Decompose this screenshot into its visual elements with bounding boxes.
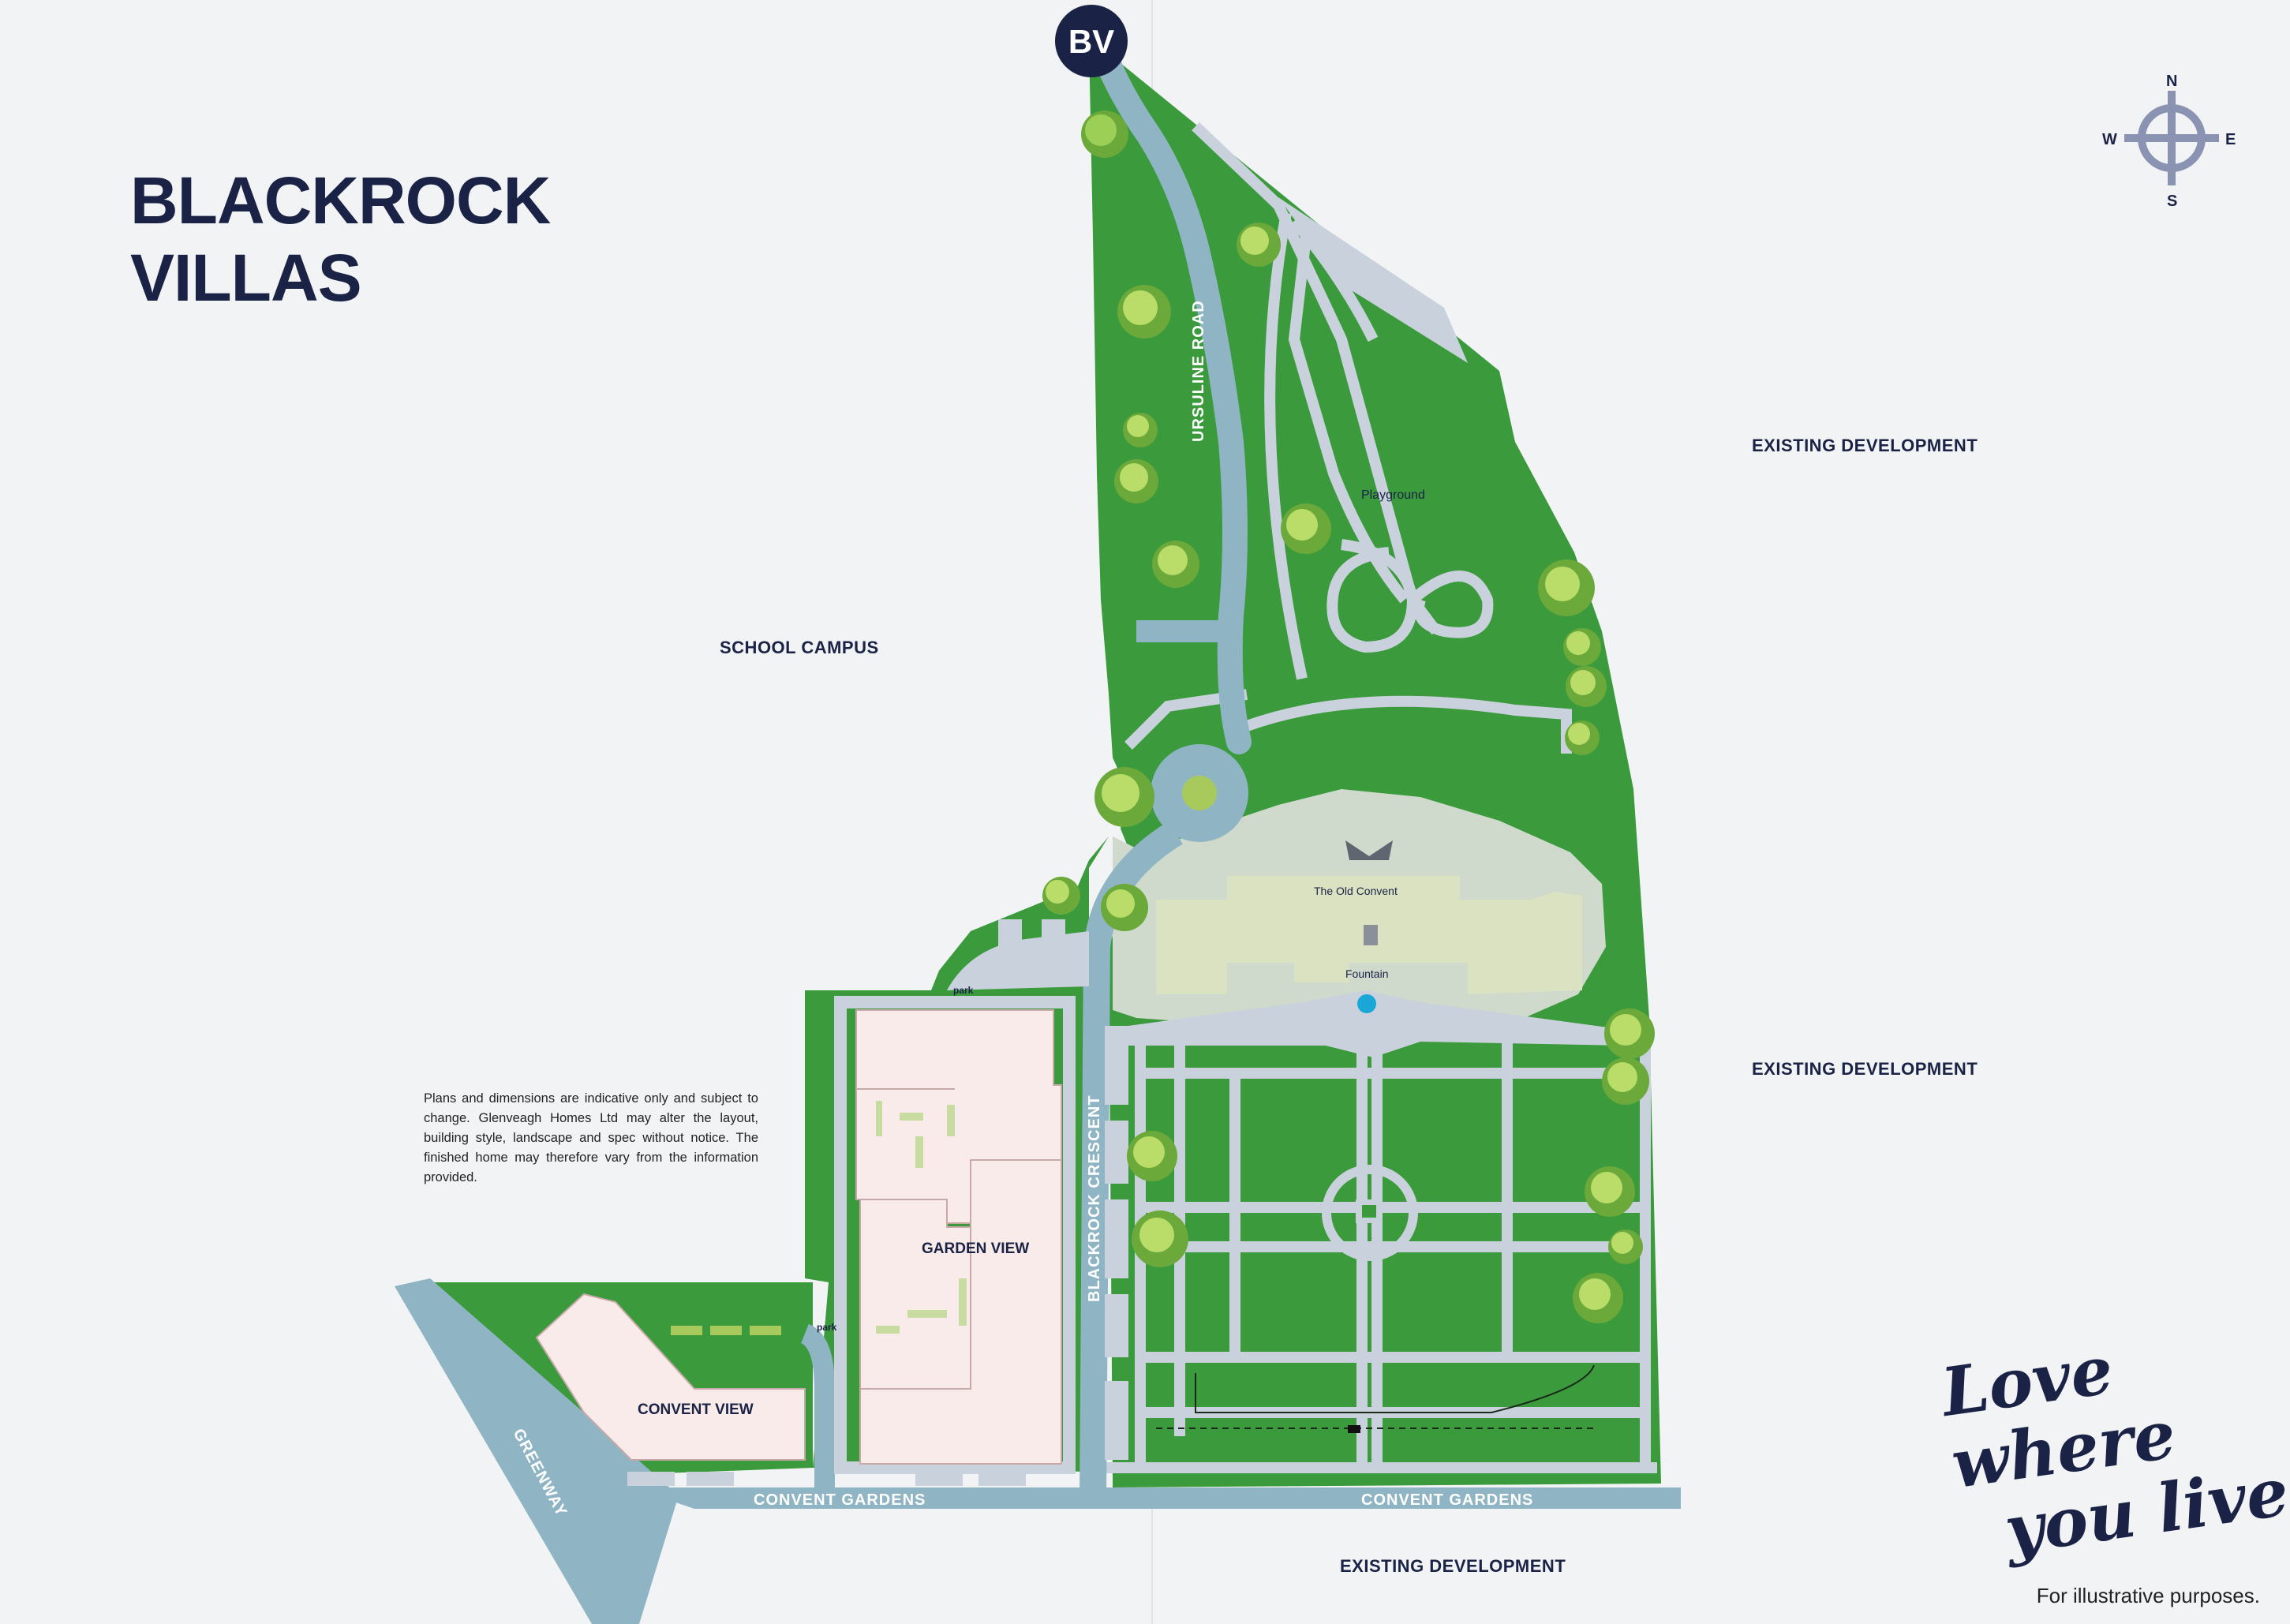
existing-development-label-south: EXISTING DEVELOPMENT [1340, 1556, 1566, 1576]
fountain-plaza [1128, 990, 1626, 1057]
greenway-path [395, 1278, 679, 1624]
garden-view-label: GARDEN VIEW [922, 1240, 1029, 1257]
garden-view-access [799, 1323, 835, 1491]
bv-badge-text: BV [1068, 23, 1114, 60]
garden-view-building-south [859, 1159, 1062, 1465]
compass-east-label: E [2225, 131, 2236, 148]
convent-view-label: CONVENT VIEW [638, 1401, 754, 1418]
playground-label: Playground [1361, 488, 1425, 502]
convent-gardens-road [560, 1487, 1681, 1509]
courtyard-features [876, 1101, 967, 1334]
title-line-1: BLACKROCK [130, 163, 551, 238]
parking-bays [627, 919, 1128, 1486]
park-paths [1124, 122, 1572, 754]
convent-view-lawn [671, 1326, 781, 1335]
bv-badge [1055, 5, 1128, 77]
compass-south-label: S [2167, 193, 2178, 210]
tagline: Love where you live [1936, 1312, 2290, 1573]
park-label-south: park [817, 1322, 837, 1333]
illustrative-note: For illustrative purposes. [2036, 1584, 2260, 1607]
convent-gardens-label-west: CONVENT GARDENS [754, 1491, 926, 1509]
convent-gate-icon [1345, 840, 1393, 860]
garden-view-ring-road [834, 996, 1076, 1474]
garden-gate [1348, 1425, 1360, 1433]
title-line-2: VILLAS [130, 241, 362, 315]
garden-view-building-mid [859, 1199, 971, 1390]
existing-development-label-east: EXISTING DEVELOPMENT [1752, 1059, 1978, 1079]
compass-icon [2124, 91, 2219, 185]
compass-west-label: W [2102, 131, 2117, 148]
compass-north-label: N [2166, 73, 2178, 90]
existing-development-label-north: EXISTING DEVELOPMENT [1752, 436, 1978, 455]
convent-gardens-label-east: CONVENT GARDENS [1361, 1491, 1533, 1509]
convent-view-building [535, 1293, 806, 1461]
school-campus-label: SCHOOL CAMPUS [720, 638, 879, 657]
park-label-north: park [953, 985, 974, 996]
boundary-path-east [1278, 197, 1468, 363]
disclaimer-text: Plans and dimensions are indicative only… [424, 1091, 758, 1184]
fountain-icon [1357, 994, 1376, 1013]
trees [1042, 110, 1655, 1323]
roundabout-island [1182, 776, 1217, 810]
garden-hedge-line [1195, 1364, 1595, 1413]
page-title: BLACKROCK VILLAS [130, 162, 551, 316]
old-convent-label: The Old Convent [1314, 885, 1398, 897]
playground-loop [1326, 539, 1494, 653]
ursuline-road-label: URSULINE ROAD [1190, 300, 1207, 442]
blackrock-crescent-label: BLACKROCK CRESCENT [1086, 1095, 1103, 1302]
convent-bench [1364, 925, 1378, 945]
garden-roundabout [1322, 1165, 1418, 1261]
ursuline-road [1092, 43, 1252, 754]
fountain-label: Fountain [1345, 967, 1388, 980]
